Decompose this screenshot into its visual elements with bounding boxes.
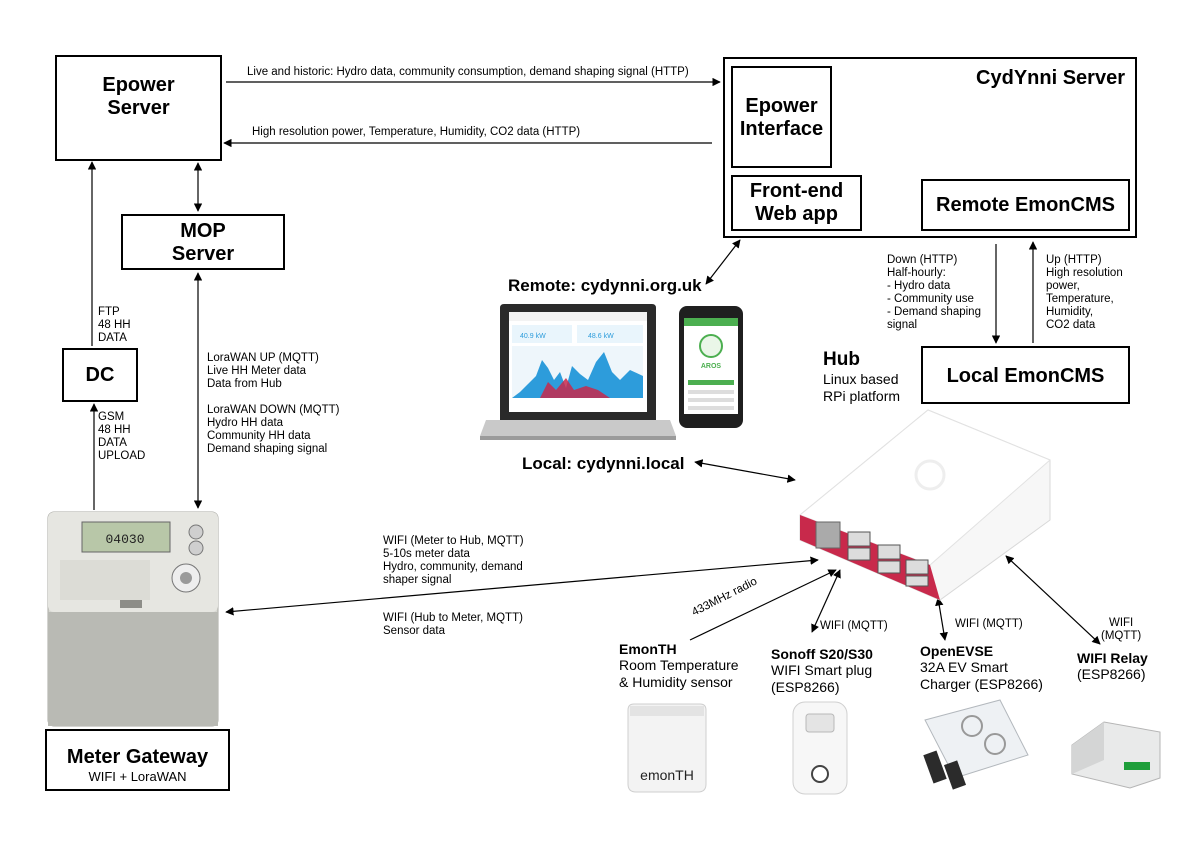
label-gsm-title: GSM (98, 411, 125, 423)
arrow-sonoff-hub (811, 569, 841, 633)
laptop-kw-1: 40.9 kW (520, 333, 546, 340)
openevse-desc: 32A EV Smart Charger (ESP8266) (920, 659, 1043, 692)
label-wifi-relay: WIFI (MQTT) (1101, 617, 1142, 642)
label-wifi-openevse: WIFI (MQTT) (955, 618, 1023, 630)
epower-interface-label: Epower Interface (739, 95, 824, 140)
sonoff-image (792, 701, 848, 795)
smart-meter-image: 04030 (47, 511, 219, 727)
arrow-openevse-hub (935, 597, 948, 641)
label-lora-down-title: LoraWAN DOWN (MQTT) (207, 404, 340, 416)
relay-title: WIFI Relay (1077, 650, 1148, 666)
remote-emoncms-box: Remote EmonCMS (921, 179, 1130, 231)
meter-gateway-label: Meter Gateway (66, 746, 209, 768)
hub-desc: Linux based RPi platform (823, 371, 901, 404)
sonoff-title: Sonoff S20/S30 (771, 646, 873, 662)
label-high-res: High resolution power, Temperature, Humi… (252, 126, 581, 138)
local-emoncms-box: Local EmonCMS (921, 346, 1130, 404)
label-lora-up-body: Live HH Meter data Data from Hub (207, 365, 307, 390)
mop-server-box: MOP Server (121, 214, 285, 270)
hub-title: Hub (823, 349, 860, 370)
label-lora-up-title: LoraWAN UP (MQTT) (207, 352, 319, 364)
laptop-image: 40.9 kW 48.6 kW (480, 304, 676, 440)
local-site-label: Local: cydynni.local (522, 454, 685, 473)
label-wifi-m2h-body: 5-10s meter data Hydro, community, deman… (383, 548, 523, 586)
remote-site-label: Remote: cydynni.org.uk (508, 276, 702, 295)
emonth-title: EmonTH (619, 641, 677, 657)
openevse-image (923, 699, 1029, 790)
epower-interface-box: Epower Interface (731, 66, 832, 168)
mop-server-label: MOP Server (171, 220, 235, 265)
local-emoncms-label: Local EmonCMS (946, 365, 1105, 387)
label-ftp-title: FTP (98, 306, 120, 318)
meter-gateway-sub: WIFI + LoraWAN (88, 769, 187, 784)
label-live-historic: Live and historic: Hydro data, community… (247, 66, 689, 78)
emonth-image: emonTH (627, 703, 707, 793)
remote-emoncms-label: Remote EmonCMS (936, 194, 1115, 216)
phone-image: AROS (679, 306, 743, 428)
label-gsm-body: 48 HH DATA UPLOAD (98, 424, 146, 462)
relay-desc: (ESP8266) (1077, 666, 1146, 682)
arrow-local-site-hub (694, 459, 796, 483)
phone-screen-label: AROS (701, 363, 722, 370)
frontend-webapp-box: Front-end Web app (731, 175, 862, 231)
label-wifi-h2m-title: WIFI (Hub to Meter, MQTT) (383, 612, 523, 624)
label-wifi-h2m-body: Sensor data (383, 625, 446, 637)
label-wifi-sonoff: WIFI (MQTT) (820, 620, 888, 632)
label-up-body: High resolution power, Temperature, Humi… (1046, 267, 1123, 331)
hub-image (799, 409, 1051, 601)
openevse-title: OpenEVSE (920, 643, 994, 659)
meter-display: 04030 (105, 532, 144, 547)
frontend-webapp-label: Front-end Web app (749, 180, 844, 225)
sonoff-desc: WIFI Smart plug (ESP8266) (771, 662, 873, 695)
label-wifi-m2h-title: WIFI (Meter to Hub, MQTT) (383, 535, 524, 547)
cydynni-server-label: CydYnni Server (976, 67, 1125, 89)
label-lora-down-body: Hydro HH data Community HH data Demand s… (207, 417, 328, 455)
label-ftp-body: 48 HH DATA (98, 319, 131, 344)
epower-server-box: Epower Server (55, 55, 222, 161)
meter-gateway-box: Meter Gateway WIFI + LoraWAN (45, 729, 230, 791)
arrow-relay-hub (1005, 555, 1101, 645)
emonth-desc: Room Temperature & Humidity sensor (619, 657, 739, 690)
laptop-kw-2: 48.6 kW (588, 333, 614, 340)
emonth-logo: emonTH (640, 767, 694, 783)
relay-image (1071, 721, 1161, 789)
dc-box: DC (62, 348, 138, 402)
label-up-title: Up (HTTP) (1046, 254, 1102, 266)
dc-label: DC (85, 364, 115, 386)
label-down-body: Half-hourly: - Hydro data - Community us… (887, 267, 981, 331)
epower-server-label: Epower Server (102, 74, 175, 119)
label-down-title: Down (HTTP) (887, 254, 958, 266)
arrow-cydynni-remote-site (705, 239, 741, 285)
arrow-meter-hub-wifi (225, 556, 819, 616)
